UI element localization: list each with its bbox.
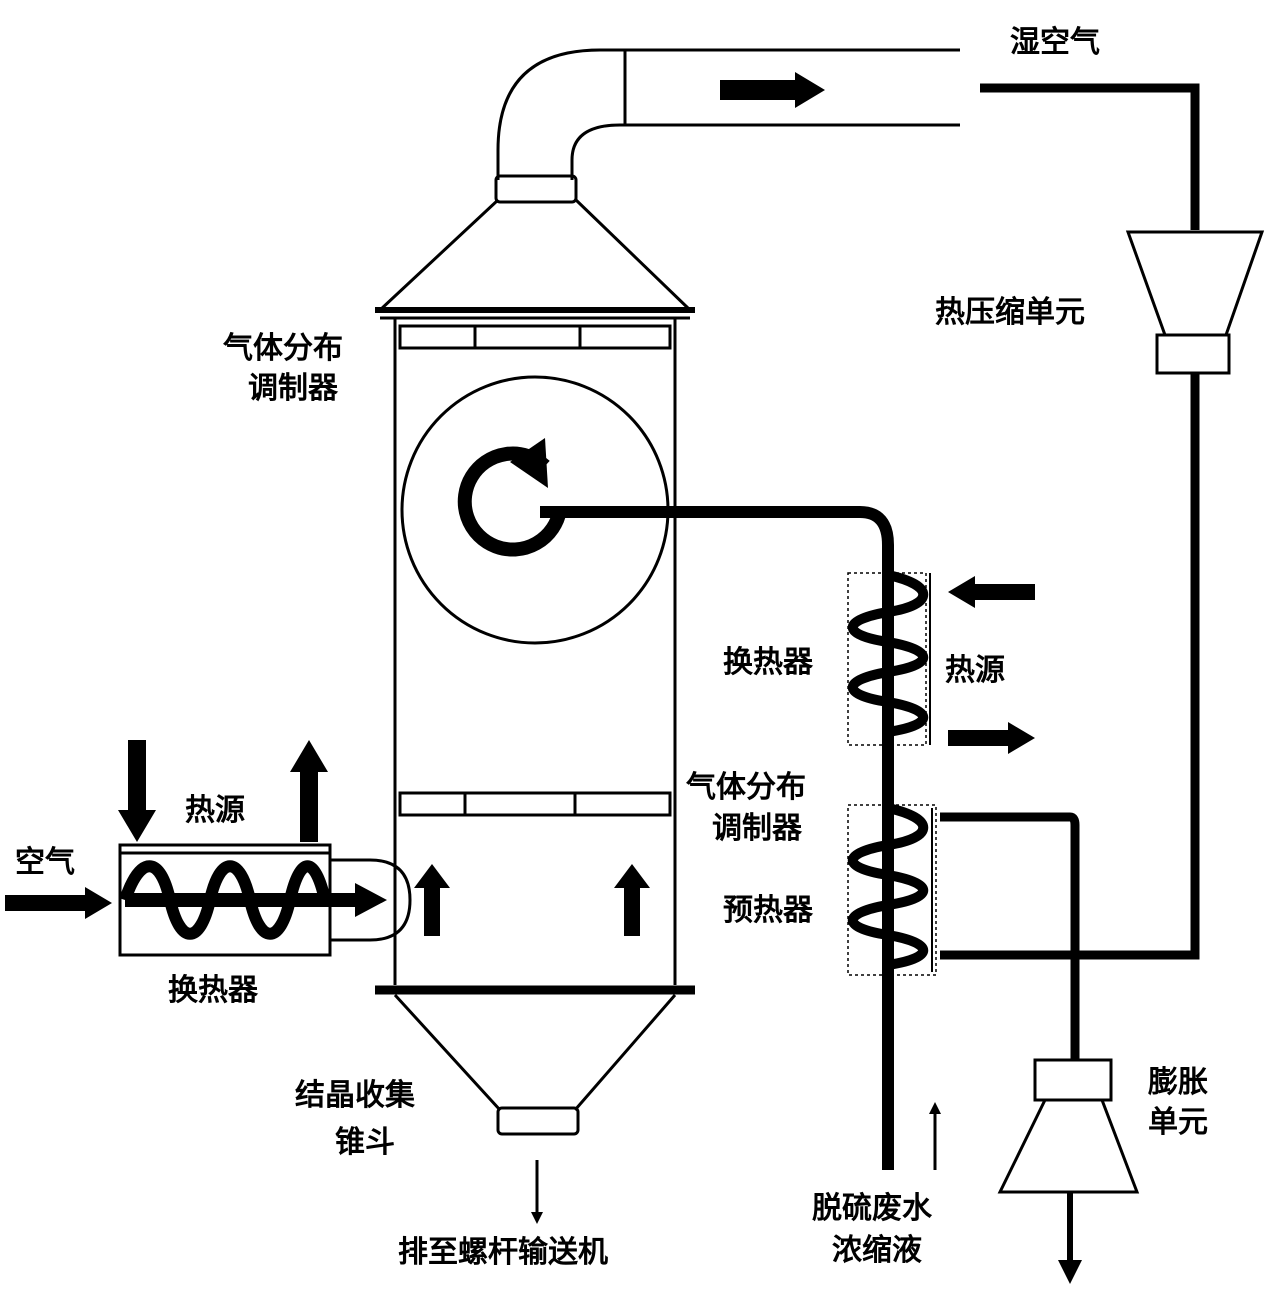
- heat-source-out-arrow: [948, 722, 1035, 754]
- rotation-arrow-icon: [457, 438, 567, 557]
- label-expansion-unit-1: 膨胀: [1148, 1065, 1208, 1100]
- label-gas-distribution-bottom-2: 调制器: [712, 811, 803, 846]
- vapor-loop-pipe: [980, 83, 1200, 230]
- outlet-duct: [494, 48, 960, 204]
- label-discharge-screw-conveyor: 排至螺杆输送机: [398, 1235, 608, 1270]
- thermal-compression-unit: [1125, 230, 1265, 375]
- heated-air-arrow: [125, 883, 387, 917]
- upflow-arrow-left: [414, 864, 450, 936]
- label-gas-distribution-top-1: 气体分布: [223, 331, 343, 366]
- left-heat-source-in-arrow: [118, 740, 156, 842]
- label-heat-exchanger-left: 换热器: [168, 973, 259, 1008]
- heat-exchanger-right-coil: [848, 570, 928, 737]
- evaporation-tower: [375, 198, 695, 1136]
- label-heat-source-right: 热源: [945, 653, 1005, 688]
- left-heat-source-out-arrow: [290, 740, 328, 842]
- label-expansion-unit-2: 单元: [1148, 1105, 1208, 1140]
- heat-exchanger-left-coil: [119, 860, 331, 940]
- compressed-vapor-pipe: [940, 373, 1200, 960]
- condensate-pipe: [940, 812, 1080, 1060]
- label-heat-source-left: 热源: [185, 793, 245, 828]
- expansion-unit: [997, 1058, 1140, 1194]
- label-crystal-collection-2: 锥斗: [335, 1125, 395, 1160]
- label-desulfurization-wastewater-2: 浓缩液: [832, 1233, 922, 1268]
- air-duct-connector: [330, 858, 412, 942]
- preheater-coil: [848, 803, 928, 970]
- label-gas-distribution-top-2: 调制器: [248, 371, 339, 406]
- upflow-arrow-right: [614, 864, 650, 936]
- feed-pipe: [540, 506, 894, 1170]
- wet-air-flow-arrow: [720, 72, 825, 108]
- label-wet-air: 湿空气: [1010, 25, 1100, 60]
- air-inlet-arrow: [5, 887, 112, 919]
- label-desulfurization-wastewater-1: 脱硫废水: [812, 1191, 933, 1226]
- label-preheater: 预热器: [723, 893, 814, 928]
- label-heat-exchanger-right: 换热器: [723, 645, 814, 680]
- label-crystal-collection-1: 结晶收集: [295, 1078, 416, 1113]
- label-air: 空气: [15, 845, 75, 880]
- label-gas-distribution-bottom-1: 气体分布: [686, 770, 806, 805]
- label-thermal-compression-unit: 热压缩单元: [935, 295, 1085, 330]
- heat-source-in-arrow: [948, 576, 1035, 608]
